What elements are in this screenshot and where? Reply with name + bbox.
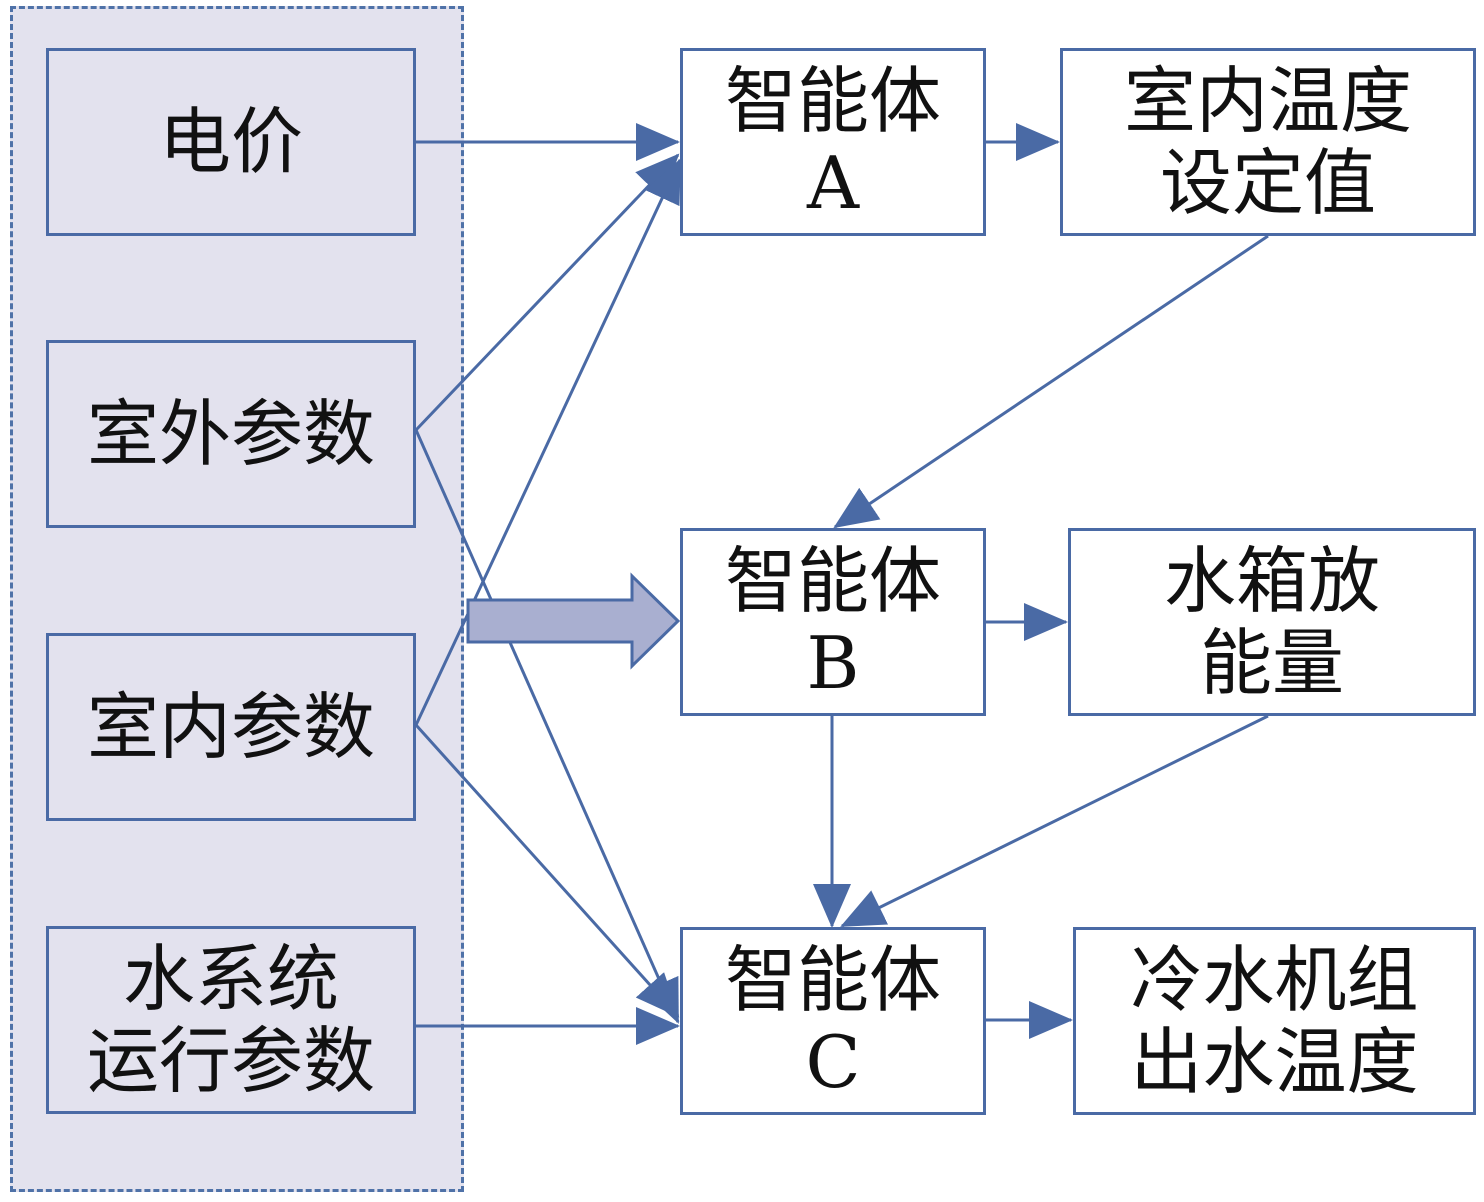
output-chiller-supply-temperature: 冷水机组 出水温度 [1073,927,1476,1115]
agent-a: 智能体 A [680,48,986,236]
input-water-system-label-line1: 水系统 [122,937,339,1021]
input-outdoor-parameters-label: 室外参数 [86,392,375,476]
output-c-label-line1: 冷水机组 [1130,938,1419,1022]
output-a-label-line2: 设定值 [1159,141,1376,225]
block-arrow-inputs-to-agent-b [466,572,681,670]
edge-indoor-to-agent-c [414,723,680,1018]
output-b-label-line1: 水箱放 [1163,539,1380,623]
agent-a-label-line1: 智能体 [724,59,941,143]
input-electricity-price: 电价 [46,48,416,236]
agent-c-label-line2: C [805,1020,861,1104]
agent-b: 智能体 B [680,528,986,716]
input-indoor-parameters: 室内参数 [46,633,416,821]
output-tank-discharge-energy: 水箱放 能量 [1068,528,1476,716]
agent-b-label-line1: 智能体 [724,539,941,623]
input-water-system-label-line2: 运行参数 [86,1019,375,1103]
agent-c-label-line1: 智能体 [724,938,941,1022]
agent-c: 智能体 C [680,927,986,1115]
output-indoor-temperature-setpoint: 室内温度 设定值 [1060,48,1476,236]
edge-outdoor-to-agent-c [414,429,680,1024]
edge-indoor-to-agent-a [414,158,682,726]
edge-output-b-to-agent-c [840,714,1269,928]
input-indoor-parameters-label: 室内参数 [86,685,375,769]
input-electricity-price-label: 电价 [158,100,303,184]
output-c-label-line2: 出水温度 [1130,1020,1419,1104]
edge-outdoor-to-agent-a [414,153,680,432]
input-outdoor-parameters: 室外参数 [46,340,416,528]
output-a-label-line1: 室内温度 [1123,59,1412,143]
input-water-system-parameters: 水系统 运行参数 [46,926,416,1114]
edge-output-a-to-agent-b [833,234,1269,529]
output-b-label-line2: 能量 [1199,621,1344,705]
agent-a-label-line2: A [806,141,859,225]
agent-b-label-line2: B [806,621,860,705]
